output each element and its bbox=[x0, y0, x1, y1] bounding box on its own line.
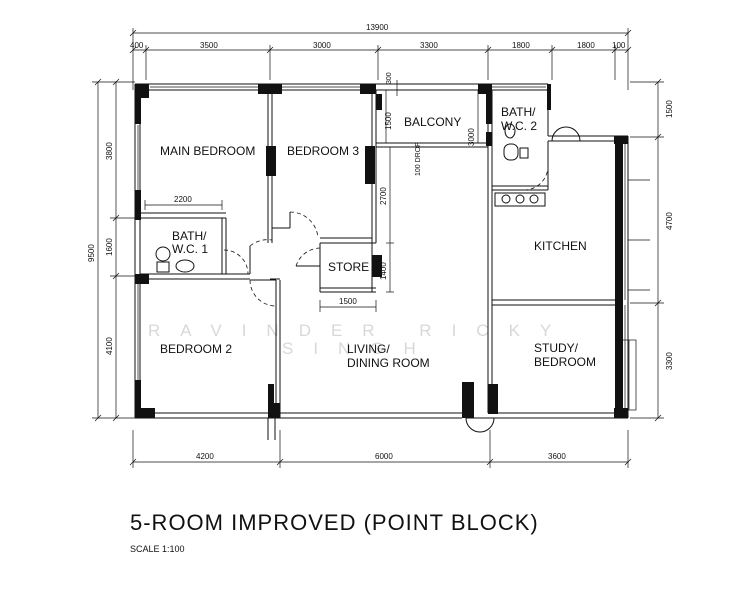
plan-title: 5-ROOM IMPROVED (POINT BLOCK) bbox=[130, 510, 539, 535]
dim-top-4: 1800 bbox=[512, 41, 530, 50]
room-label-bedroom-3: BEDROOM 3 bbox=[287, 144, 359, 158]
dim-store-width: 1500 bbox=[339, 297, 357, 306]
dim-overall-width: 13900 bbox=[366, 23, 389, 32]
dim-top-0: 400 bbox=[130, 41, 144, 50]
room-label-bath-2-line1: BATH/ bbox=[501, 105, 536, 119]
dim-store-left: 2700 bbox=[379, 187, 388, 205]
room-label-bath-2-line2: W.C. 2 bbox=[501, 119, 537, 133]
dim-top-6: 100 bbox=[612, 41, 626, 50]
dim-left-1: 1600 bbox=[105, 238, 114, 256]
dim-right-0: 1500 bbox=[665, 100, 674, 118]
dim-bottom-1: 6000 bbox=[375, 452, 393, 461]
dim-balcony-depth: 1500 bbox=[384, 112, 393, 130]
room-label-store: STORE bbox=[328, 260, 369, 274]
dim-bottom-2: 3600 bbox=[548, 452, 566, 461]
room-label-bedroom-2: BEDROOM 2 bbox=[160, 342, 232, 356]
room-label-living-line2: DINING ROOM bbox=[347, 356, 430, 370]
dim-top-1: 3500 bbox=[200, 41, 218, 50]
bottom-dimensions bbox=[129, 430, 632, 468]
dim-bottom-0: 4200 bbox=[196, 452, 214, 461]
drop-label-1: 100 DROP bbox=[415, 142, 422, 176]
top-dimensions bbox=[129, 28, 632, 90]
dim-top-5: 1800 bbox=[577, 41, 595, 50]
dim-top-2: 3000 bbox=[313, 41, 331, 50]
room-label-kitchen: KITCHEN bbox=[534, 239, 587, 253]
watermark-line-2: SINGH bbox=[282, 339, 436, 358]
room-label-bath-1-line2: W.C. 1 bbox=[172, 242, 208, 256]
dim-store-height: 1400 bbox=[379, 262, 388, 280]
room-label-study-line2: BEDROOM bbox=[534, 355, 596, 369]
dim-top-300: 300 bbox=[386, 72, 393, 84]
dim-overall-height: 9500 bbox=[87, 244, 96, 262]
right-dimensions bbox=[630, 78, 664, 422]
dim-balcony-right: 3000 bbox=[467, 128, 476, 146]
drop-label-2: 100 DROP bbox=[465, 382, 472, 416]
room-label-study-line1: STUDY/ bbox=[534, 341, 579, 355]
fixtures bbox=[155, 123, 650, 291]
inner-dimensions bbox=[144, 80, 479, 312]
room-label-bath-1-line1: BATH/ bbox=[172, 229, 207, 243]
dim-right-1: 4700 bbox=[665, 212, 674, 230]
room-label-main-bedroom: MAIN BEDROOM bbox=[160, 144, 255, 158]
dim-bath1-width: 2200 bbox=[174, 195, 192, 204]
windows bbox=[137, 86, 637, 411]
dim-left-0: 3800 bbox=[105, 142, 114, 160]
plan-scale: SCALE 1:100 bbox=[130, 544, 185, 554]
dim-right-2: 3300 bbox=[665, 352, 674, 370]
room-label-balcony: BALCONY bbox=[404, 115, 461, 129]
doors bbox=[223, 126, 581, 440]
room-label-living-line1: LIVING/ bbox=[347, 342, 390, 356]
dim-left-2: 4100 bbox=[105, 337, 114, 355]
dim-top-3: 3300 bbox=[420, 41, 438, 50]
left-dimensions bbox=[92, 78, 135, 422]
columns bbox=[135, 84, 628, 418]
watermark-line-1: RAVINDER RICKY bbox=[148, 321, 571, 340]
